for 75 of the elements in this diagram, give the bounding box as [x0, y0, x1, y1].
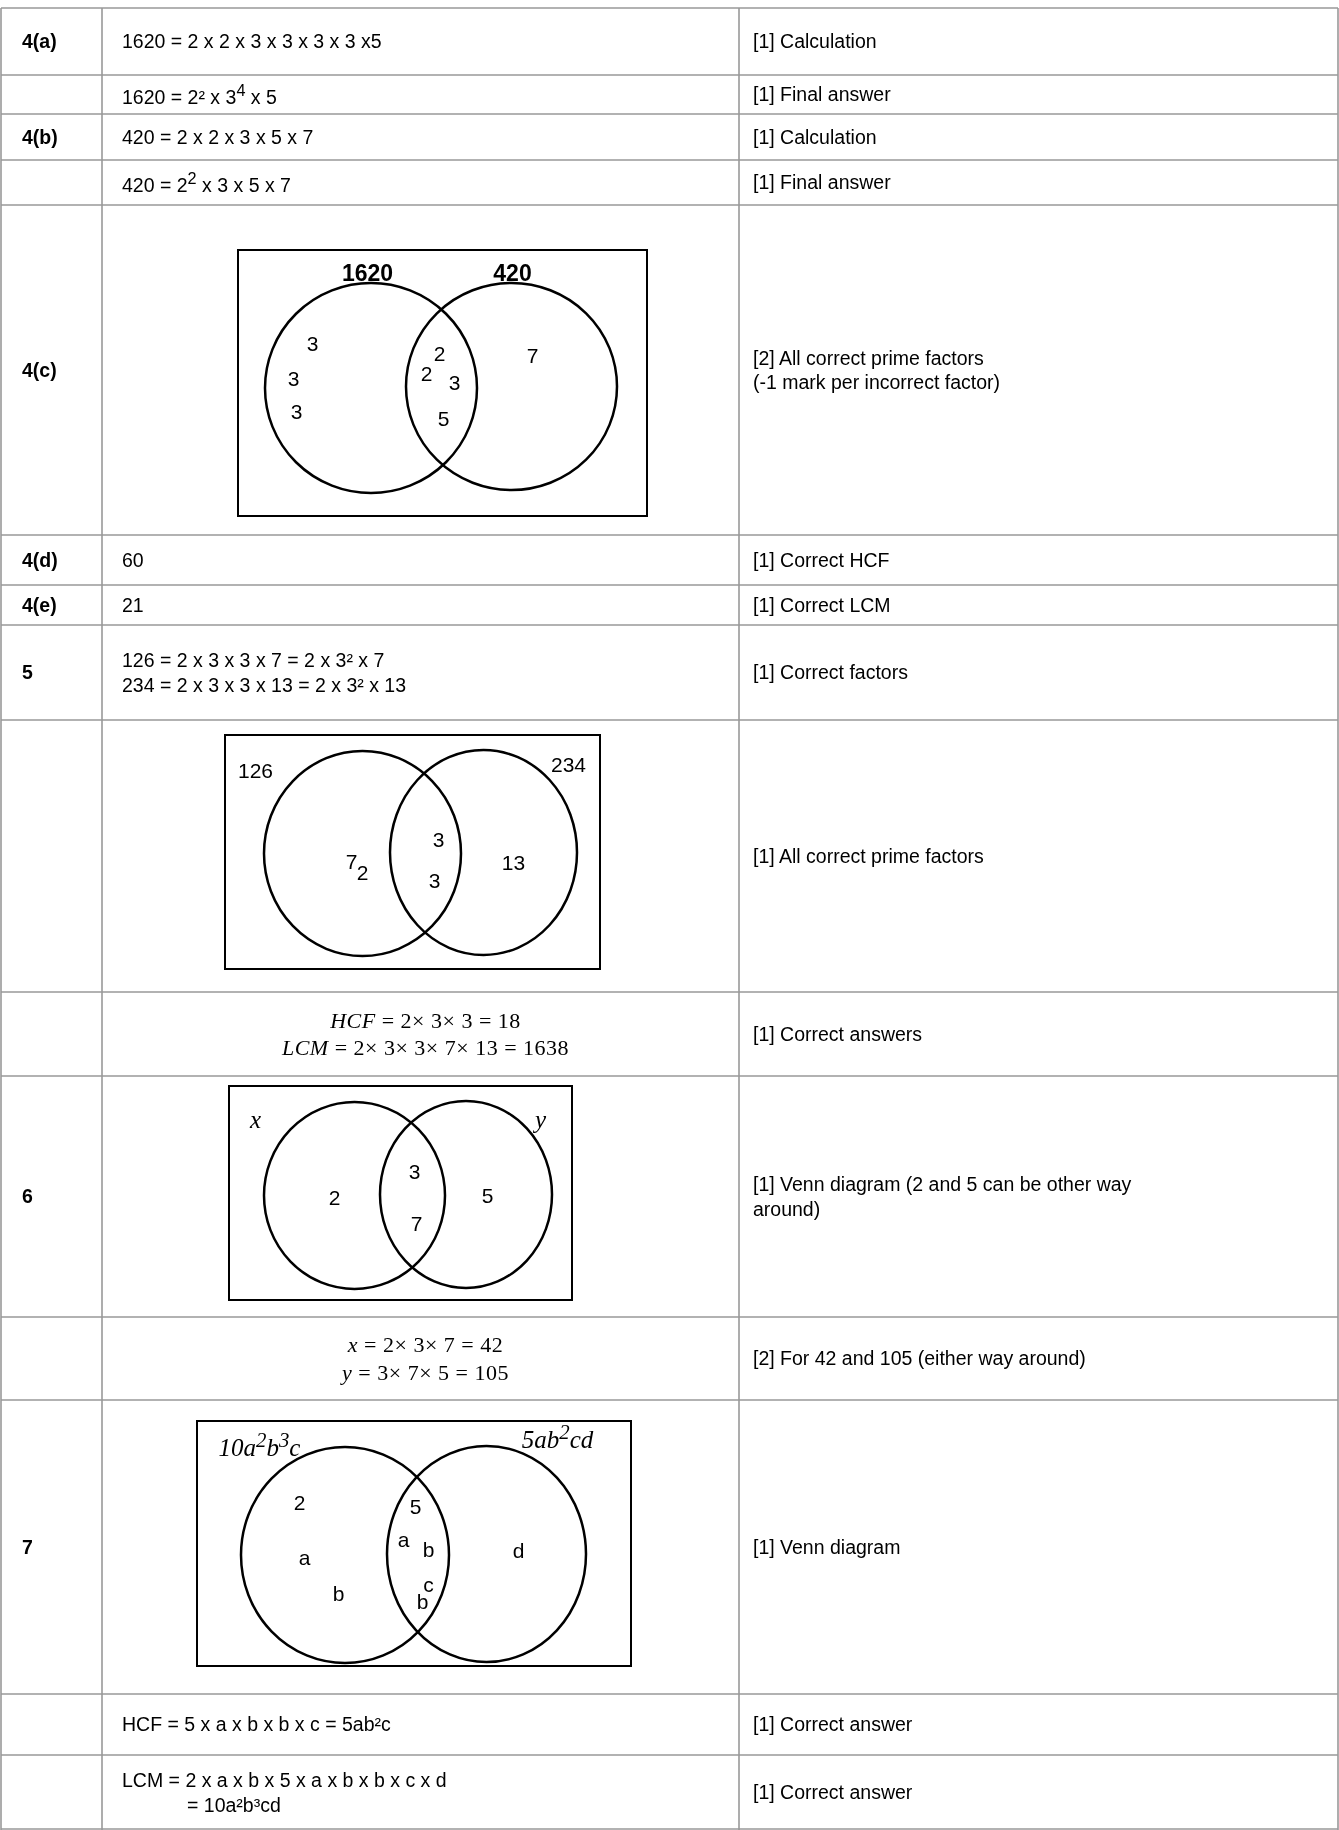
question-number: 4(e) [22, 592, 57, 618]
factor-label: 3 [432, 828, 445, 849]
factor-label: 2 [293, 1491, 306, 1512]
set-label: 10a$^{2}$b$^{3}$c [218, 1429, 301, 1460]
working-text: 60 [122, 547, 144, 573]
mark-scheme-text: [1] Final answer [753, 82, 891, 107]
question-number: 4(a) [22, 29, 57, 54]
set-label: x [249, 1106, 262, 1131]
set-label: y [534, 1106, 547, 1131]
question-number: 6 [22, 1184, 33, 1209]
formula-text: y = 3× 7× 5 = 105 [342, 1358, 509, 1386]
working-text: 1620 = 2² x 3$^{4}$ x 5 [122, 80, 277, 109]
formula-text: LCM = 2× 3× 3× 7× 13 = 1638 [281, 1034, 570, 1062]
question-number: 5 [22, 660, 33, 685]
factor-label: 3 [428, 869, 441, 890]
working-text: 420 = 2 x 2 x 3 x 5 x 7 [122, 124, 314, 150]
working-text: LCM = 2 x a x b x 5 x a x b x b x c x d [122, 1768, 447, 1793]
set-label: 126 [238, 759, 273, 780]
factor-label: 3 [287, 367, 300, 388]
factor-label: 7 [345, 850, 358, 871]
factor-label: b [422, 1538, 435, 1559]
mark-scheme-text: [2] For 42 and 105 (either way around) [753, 1346, 1086, 1371]
question-number: 4(d) [22, 547, 58, 573]
mark-scheme-text: [1] Venn diagram (2 and 5 can be other way around) [753, 1172, 1133, 1221]
universal-set-rectangle [237, 249, 648, 517]
question-number: 4(c) [22, 357, 57, 383]
factor-label: 5 [481, 1184, 494, 1205]
factor-label: 7 [526, 344, 539, 365]
mark-scheme-text: [1] Correct factors [753, 660, 908, 685]
factor-label: 2 [433, 342, 446, 363]
factor-label: 13 [501, 851, 526, 872]
universal-set-rectangle [196, 1420, 632, 1667]
mark-scheme-text: [1] Correct answer [753, 1712, 913, 1737]
mark-scheme-text: [1] Final answer [753, 170, 891, 195]
mark-scheme-text: [1] Correct answers [753, 1021, 923, 1047]
factor-label: 3 [290, 400, 303, 421]
mark-scheme-text: [1] Venn diagram [753, 1534, 901, 1560]
factor-label: 2 [356, 861, 369, 882]
mark-scheme-text: [1] All correct prime factors [753, 843, 984, 869]
working-text: 1620 = 2 x 2 x 3 x 3 x 3 x 3 x5 [122, 29, 382, 54]
factor-label: a [397, 1528, 410, 1549]
factor-label: a [298, 1546, 311, 1567]
factor-label: 5 [409, 1495, 422, 1516]
factor-label: 2 [420, 362, 433, 383]
working-text: 234 = 2 x 3 x 3 x 13 = 2 x 3² x 13 [122, 672, 406, 697]
working-text: HCF = 5 x a x b x b x c = 5ab²c [122, 1712, 391, 1737]
factor-label: d [512, 1539, 525, 1560]
mark-scheme-text: [2] All correct prime factors [753, 345, 984, 370]
factor-label: 3 [306, 332, 319, 353]
mark-scheme-text: (-1 mark per incorrect factor) [753, 370, 1001, 395]
set-label: 234 [551, 753, 586, 774]
working-text: 21 [122, 592, 144, 618]
factor-label: 7 [410, 1212, 423, 1233]
set-label: 1620 [341, 261, 394, 284]
mark-scheme-text: [1] Calculation [753, 124, 877, 150]
factor-label: b [332, 1582, 345, 1603]
formula-text: HCF = 2× 3× 3 = 18 [330, 1006, 521, 1034]
question-number: 7 [22, 1534, 33, 1560]
mark-scheme-text: [1] Correct answer [753, 1780, 913, 1805]
working-text: 126 = 2 x 3 x 3 x 7 = 2 x 3² x 7 [122, 648, 385, 673]
mark-scheme-text: [1] Calculation [753, 29, 877, 54]
universal-set-rectangle [224, 734, 601, 970]
mark-scheme-text: [1] Correct HCF [753, 547, 890, 573]
working-text: = 10a²b³cd [187, 1792, 281, 1817]
factor-label: 5 [437, 407, 450, 428]
factor-label: 3 [408, 1160, 421, 1181]
question-number: 4(b) [22, 124, 58, 150]
set-label: 420 [493, 261, 532, 284]
formula-text: x = 2× 3× 7 = 42 [347, 1331, 504, 1359]
set-label: 5ab$^{2}$cd [521, 1421, 594, 1452]
factor-label: 2 [328, 1186, 341, 1207]
factor-label: 3 [448, 371, 461, 392]
universal-set-rectangle [228, 1085, 573, 1301]
mark-scheme-text: [1] Correct LCM [753, 592, 891, 618]
working-text: 420 = 2$^{2}$ x 3 x 5 x 7 [122, 168, 291, 197]
